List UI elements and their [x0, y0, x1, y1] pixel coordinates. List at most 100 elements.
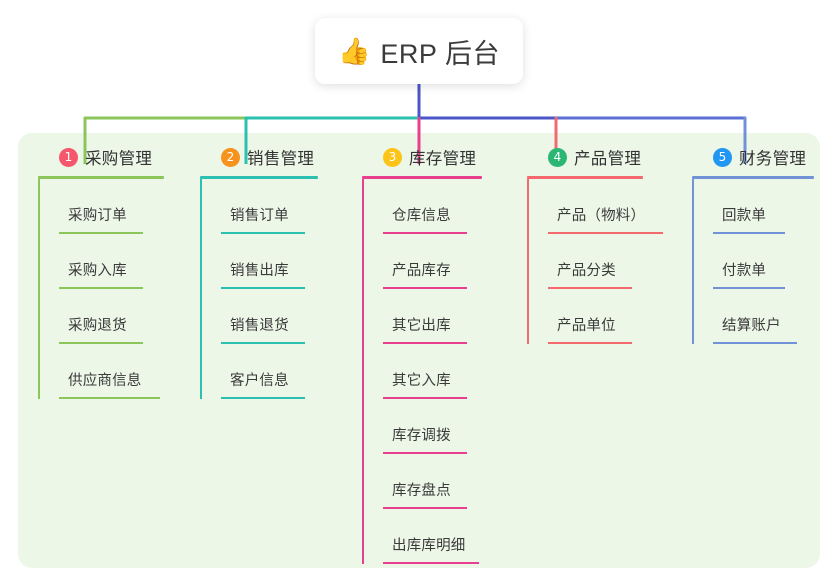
leaf-item-label: 产品单位 — [557, 318, 616, 334]
branch-title: 产品管理 — [574, 150, 642, 168]
leaf-item-label: 库存调拨 — [392, 428, 451, 444]
leaf-item[interactable]: 库存调拨 — [383, 399, 482, 454]
leaf-item-rule — [548, 342, 632, 344]
branch-header-rule — [200, 176, 318, 179]
leaf-item-rule — [548, 232, 663, 234]
branch-spine — [692, 179, 694, 344]
leaf-item-rule — [383, 232, 467, 234]
leaf-item[interactable]: 采购退货 — [59, 289, 164, 344]
leaf-item-label: 其它入库 — [392, 373, 451, 389]
leaf-item-label: 其它出库 — [392, 318, 451, 334]
branch-title: 销售管理 — [247, 150, 315, 168]
leaf-item[interactable]: 销售订单 — [221, 179, 318, 234]
branch-header-3[interactable]: 3 库存管理 — [362, 145, 482, 169]
branch-spine — [38, 179, 40, 399]
leaf-item-label: 采购订单 — [68, 208, 127, 224]
branch-spine — [200, 179, 202, 399]
leaf-item-label: 采购入库 — [68, 263, 127, 279]
branch-spine — [362, 179, 364, 564]
leaf-item-label: 结算账户 — [722, 318, 781, 334]
branch-column-5: 5 财务管理回款单付款单结算账户 — [692, 145, 814, 344]
leaf-item[interactable]: 仓库信息 — [383, 179, 482, 234]
root-title: ERP 后台 — [380, 38, 500, 69]
leaf-item[interactable]: 产品分类 — [548, 234, 643, 289]
leaf-item-rule — [383, 397, 467, 399]
leaf-item-rule — [221, 342, 305, 344]
leaf-item-label: 产品（物料） — [557, 208, 646, 224]
leaf-item-label: 回款单 — [722, 208, 767, 224]
branch-column-3: 3 库存管理仓库信息产品库存其它出库其它入库库存调拨库存盘点出库库明细 — [362, 145, 482, 564]
leaf-item[interactable]: 产品单位 — [548, 289, 643, 344]
leaf-item-label: 库存盘点 — [392, 483, 451, 499]
leaf-item-rule — [221, 287, 305, 289]
leaf-item-label: 销售订单 — [230, 208, 289, 224]
branch-header-rule — [362, 176, 482, 179]
leaf-item-rule — [383, 342, 467, 344]
branch-title: 采购管理 — [85, 150, 153, 168]
leaf-item-rule — [59, 397, 160, 399]
branch-header-5[interactable]: 5 财务管理 — [692, 145, 814, 169]
leaf-item-rule — [221, 232, 305, 234]
leaf-item-label: 产品分类 — [557, 263, 616, 279]
leaf-item-label: 采购退货 — [68, 318, 127, 334]
leaf-item-label: 销售出库 — [230, 263, 289, 279]
branch-header-rule — [527, 176, 643, 179]
branch-item-list: 产品（物料） 产品分类产品单位 — [527, 179, 663, 344]
leaf-item[interactable]: 产品（物料） — [548, 179, 663, 234]
branch-number-badge: 2 — [221, 147, 240, 167]
leaf-item-rule — [59, 232, 143, 234]
branch-item-list: 仓库信息产品库存其它出库其它入库库存调拨库存盘点出库库明细 — [362, 179, 482, 564]
leaf-item-rule — [713, 342, 797, 344]
leaf-item-rule — [713, 287, 785, 289]
leaf-item-rule — [548, 287, 632, 289]
leaf-item[interactable]: 采购入库 — [59, 234, 164, 289]
leaf-item-rule — [59, 342, 143, 344]
leaf-item-label: 仓库信息 — [392, 208, 451, 224]
leaf-item[interactable]: 产品库存 — [383, 234, 482, 289]
leaf-item[interactable]: 销售出库 — [221, 234, 318, 289]
branch-title: 财务管理 — [739, 150, 807, 168]
branch-item-list: 采购订单采购入库采购退货供应商信息 — [38, 179, 164, 399]
branch-spine — [527, 179, 529, 344]
leaf-item[interactable]: 回款单 — [713, 179, 814, 234]
leaf-item-rule — [383, 287, 467, 289]
leaf-item-label: 付款单 — [722, 263, 767, 279]
branches-panel — [18, 133, 820, 568]
leaf-item-label: 销售退货 — [230, 318, 289, 334]
leaf-item-rule — [221, 397, 305, 399]
leaf-item-rule — [59, 287, 143, 289]
leaf-item[interactable]: 出库库明细 — [383, 509, 482, 564]
branch-column-4: 4 产品管理产品（物料） 产品分类产品单位 — [527, 145, 663, 344]
leaf-item[interactable]: 客户信息 — [221, 344, 318, 399]
leaf-item[interactable]: 结算账户 — [713, 289, 814, 344]
leaf-item-label: 出库库明细 — [392, 538, 466, 554]
leaf-item[interactable]: 采购订单 — [59, 179, 164, 234]
root-node[interactable]: 👍 ERP 后台 — [315, 18, 523, 84]
branch-header-rule — [692, 176, 814, 179]
branch-item-list: 回款单付款单结算账户 — [692, 179, 814, 344]
leaf-item-rule — [383, 452, 467, 454]
branch-header-rule — [38, 176, 164, 179]
leaf-item-rule — [713, 232, 785, 234]
leaf-item[interactable]: 付款单 — [713, 234, 814, 289]
branch-header-2[interactable]: 2 销售管理 — [200, 145, 318, 169]
thumbs-up-icon: 👍 — [338, 36, 371, 66]
leaf-item[interactable]: 销售退货 — [221, 289, 318, 344]
leaf-item-label: 供应商信息 — [68, 373, 142, 389]
leaf-item[interactable]: 其它入库 — [383, 344, 482, 399]
branch-column-2: 2 销售管理销售订单销售出库销售退货客户信息 — [200, 145, 318, 399]
branch-header-4[interactable]: 4 产品管理 — [527, 145, 643, 169]
leaf-item[interactable]: 其它出库 — [383, 289, 482, 344]
leaf-item-rule — [383, 507, 467, 509]
leaf-item[interactable]: 供应商信息 — [59, 344, 164, 399]
leaf-item-label: 产品库存 — [392, 263, 451, 279]
branch-number-badge: 3 — [383, 147, 402, 167]
branch-title: 库存管理 — [409, 150, 477, 168]
leaf-item-label: 客户信息 — [230, 373, 289, 389]
branch-number-badge: 5 — [713, 147, 732, 167]
leaf-item[interactable]: 库存盘点 — [383, 454, 482, 509]
branch-number-badge: 4 — [548, 147, 567, 167]
